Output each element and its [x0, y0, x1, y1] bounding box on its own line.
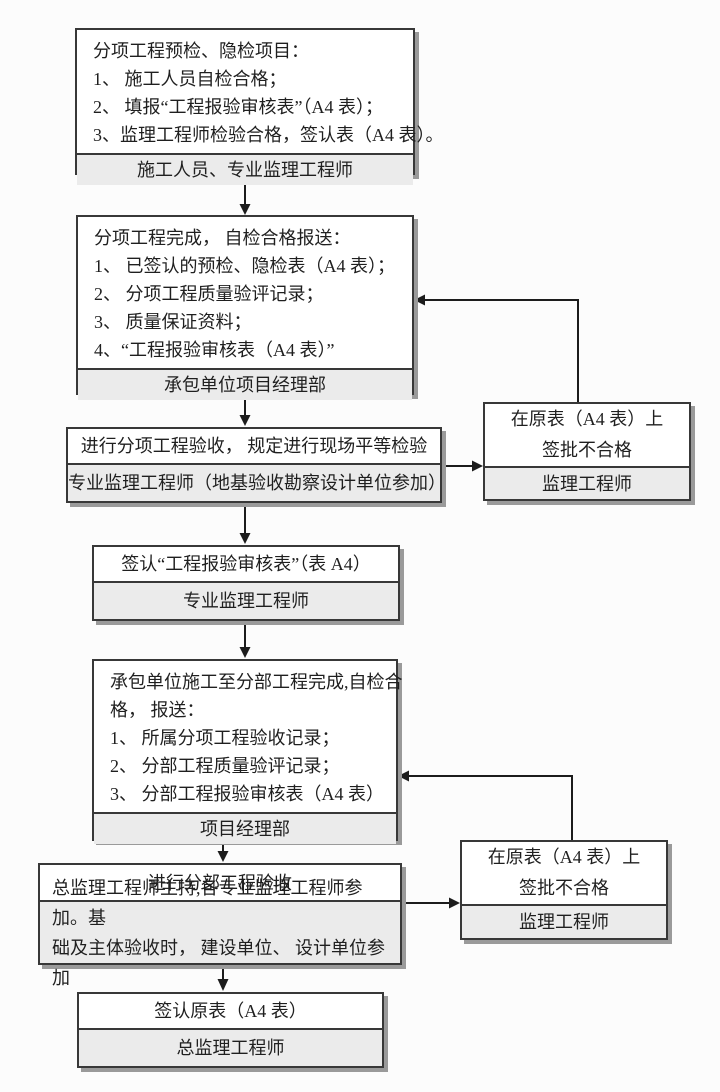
connector-n5-n6 — [217, 841, 229, 862]
node-line: 2、 分项工程质量验评记录； — [94, 284, 324, 304]
node-footer-label: 总监理工程师 — [176, 1038, 285, 1058]
node-subitem-completion-report: 分项工程完成， 自检合格报送： 1、 已签认的预检、隐检表（A4 表）； 2、 … — [76, 215, 414, 400]
node-footer-label: 总监理工程师主持,各专业监理工程师参加。基 — [52, 877, 363, 928]
node-line: 签批不合格 — [542, 440, 632, 460]
node-footer-label: 础及主体验收时， 建设单位、 设计单位参加 — [52, 937, 385, 988]
node-line: 进行分部工程验收 — [148, 872, 292, 893]
node-footer-label: 专业监理工程师（地基验收勘察设计单位参加） — [68, 473, 446, 493]
node-line: 1、 所属分项工程验收记录； — [110, 728, 340, 748]
node-subitem-acceptance: 进行分项工程验收， 规定进行现场平等检验 专业监理工程师（地基验收勘察设计单位参… — [66, 427, 446, 503]
node-line: 在原表（A4 表）上 — [510, 409, 664, 429]
node-footer: 专业监理工程师（地基验收勘察设计单位参加） — [68, 463, 446, 501]
node-line: 1、 已签认的预检、隐检表（A4 表）； — [94, 256, 395, 276]
node-body: 分项工程预检、隐检项目： 1、 施工人员自检合格； 2、 填报“工程报验审核表”… — [77, 30, 444, 153]
node-footer: 项目经理部 — [94, 812, 396, 844]
node-footer: 总监理工程师主持,各专业监理工程师参加。基 础及主体验收时， 建设单位、 设计单… — [40, 878, 400, 988]
connector-r2-n5-feedback — [398, 770, 573, 840]
node-line: 进行分项工程验收， 规定进行现场平等检验 — [80, 436, 428, 456]
node-footer: 施工人员、专业监理工程师 — [77, 153, 413, 185]
node-line: 承包单位施工至分部工程完成,自检合 — [110, 672, 403, 692]
node-line: 格， 报送： — [110, 700, 205, 720]
node-footer-label: 监理工程师 — [519, 912, 609, 932]
node-line: 3、 质量保证资料； — [94, 312, 252, 332]
node-subitem-precheck: 分项工程预检、隐检项目： 1、 施工人员自检合格； 2、 填报“工程报验审核表”… — [75, 28, 444, 185]
node-body: 在原表（A4 表）上 签批不合格 — [462, 842, 666, 904]
connector-n3-r1 — [442, 460, 483, 472]
connector-n4-n5 — [239, 621, 251, 658]
node-footer-label: 监理工程师 — [542, 473, 632, 494]
node-line: 分项工程完成， 自检合格报送： — [94, 228, 351, 248]
node-line: 2、 分部工程质量验评记录； — [110, 756, 340, 776]
node-line: 3、 分部工程报验审核表（A4 表） — [110, 784, 384, 804]
node-footer-label: 施工人员、专业监理工程师 — [137, 160, 353, 180]
node-line: 签认“工程报验审核表”（表 A4） — [121, 554, 371, 574]
node-footer: 监理工程师 — [485, 466, 689, 499]
connector-n3-n4 — [239, 503, 251, 544]
node-line: 1、 施工人员自检合格； — [93, 69, 287, 89]
node-body: 在原表（A4 表）上 签批不合格 — [485, 404, 689, 466]
node-line: 签认原表（A4 表） — [154, 1001, 307, 1021]
connector-r1-n2-feedback — [414, 294, 579, 402]
node-line: 在原表（A4 表）上 — [487, 847, 641, 867]
node-footer-label: 承包单位项目经理部 — [164, 375, 326, 395]
node-sign-original-form: 签认原表（A4 表） 总监理工程师 — [77, 992, 384, 1068]
node-subdivision-acceptance: 进行分部工程验收 总监理工程师主持,各专业监理工程师参加。基 础及主体验收时， … — [38, 863, 402, 988]
node-line: 3、监理工程师检验合格，签认表（A4 表）。 — [93, 125, 444, 145]
node-line: 2、 填报“工程报验审核表”（A4 表）； — [93, 97, 383, 117]
node-line: 签批不合格 — [519, 878, 609, 898]
node-footer: 总监理工程师 — [79, 1028, 382, 1066]
node-body: 分项工程完成， 自检合格报送： 1、 已签认的预检、隐检表（A4 表）； 2、 … — [78, 217, 412, 368]
node-body: 签认原表（A4 表） — [79, 994, 382, 1028]
node-sign-review-form: 签认“工程报验审核表”（表 A4） 专业监理工程师 — [92, 545, 400, 621]
node-line: 分项工程预检、隐检项目： — [93, 41, 309, 61]
node-footer: 监理工程师 — [462, 904, 666, 938]
node-footer: 专业监理工程师 — [94, 581, 398, 619]
node-footer: 承包单位项目经理部 — [78, 368, 412, 400]
node-footer-label: 专业监理工程师 — [183, 591, 309, 611]
node-body: 进行分部工程验收 — [40, 865, 400, 900]
node-reject-note-subdivision: 在原表（A4 表）上 签批不合格 监理工程师 — [460, 840, 668, 940]
node-body: 签认“工程报验审核表”（表 A4） — [94, 547, 398, 581]
node-subdivision-completion-report: 承包单位施工至分部工程完成,自检合 格， 报送： 1、 所属分项工程验收记录； … — [92, 659, 403, 844]
node-body: 进行分项工程验收， 规定进行现场平等检验 — [68, 429, 440, 463]
connector-n6-r2 — [402, 897, 460, 909]
node-reject-note-subitem: 在原表（A4 表）上 签批不合格 监理工程师 — [483, 402, 691, 501]
node-body: 承包单位施工至分部工程完成,自检合 格， 报送： 1、 所属分项工程验收记录； … — [94, 661, 403, 812]
node-line: 4、“工程报验审核表（A4 表）” — [94, 340, 335, 360]
node-footer-label: 项目经理部 — [200, 819, 290, 839]
